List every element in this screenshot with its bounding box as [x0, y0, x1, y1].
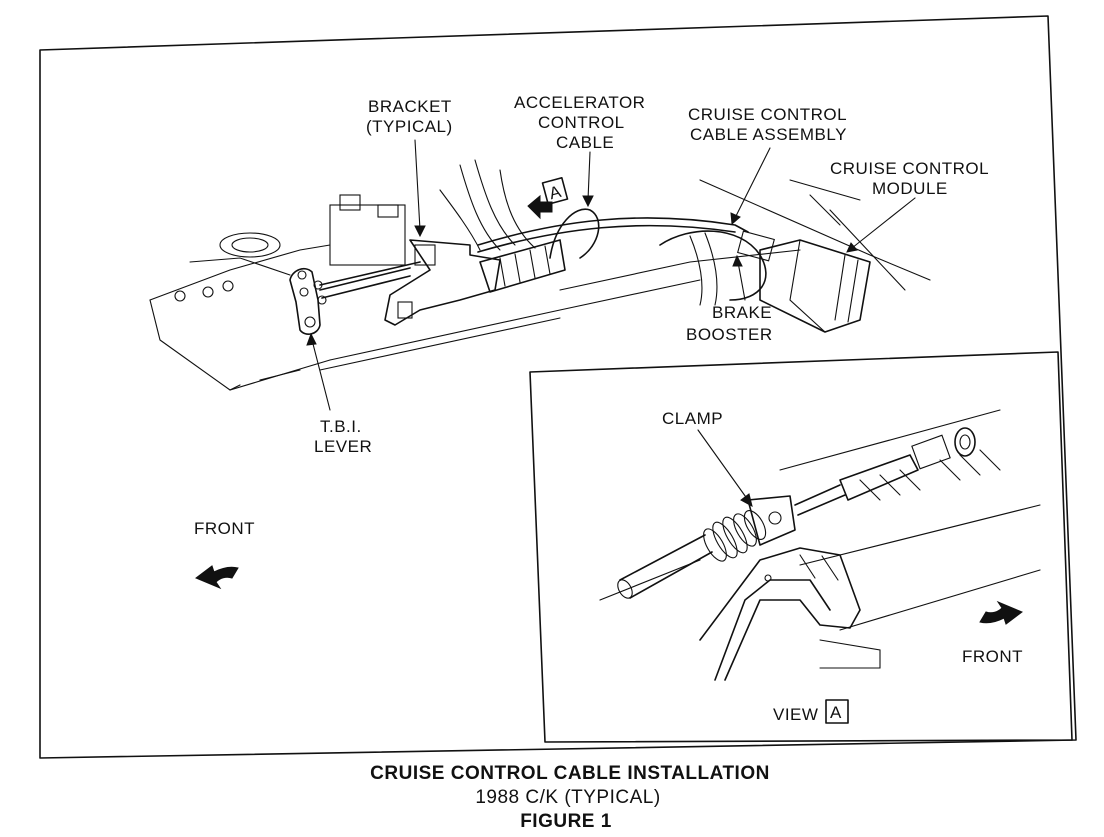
- label-front-inset: FRONT: [962, 647, 1023, 666]
- label-tbi-line2: LEVER: [314, 437, 372, 456]
- label-front-main: FRONT: [194, 519, 255, 538]
- inset-frame: [529, 351, 1073, 743]
- bracket-arrowhead: [414, 225, 426, 238]
- inset-view-a: CLAMP FRONT VIEW A: [529, 351, 1073, 743]
- label-clamp: CLAMP: [662, 409, 723, 428]
- main-labels: BRACKET (TYPICAL) ACCELERATOR CONTROL CA…: [194, 93, 989, 538]
- engine-illustration: [149, 159, 931, 391]
- view-direction-arrow-icon: A: [527, 176, 569, 220]
- label-view: VIEW: [773, 705, 818, 724]
- front-arrow-inset-icon: [979, 600, 1023, 625]
- clamp-illustration: [599, 409, 1041, 681]
- caption-line2: 1988 C/K (TYPICAL): [475, 787, 660, 808]
- label-bracket-line1: BRACKET: [368, 97, 452, 116]
- front-arrow-icon: [195, 565, 239, 590]
- label-accel-line3: CABLE: [556, 133, 614, 152]
- caption-line3: FIGURE 1: [520, 811, 612, 832]
- label-accel-line1: ACCELERATOR: [514, 93, 645, 112]
- label-cable-assembly-line2: CABLE ASSEMBLY: [690, 125, 847, 144]
- caption-line1: CRUISE CONTROL CABLE INSTALLATION: [370, 763, 770, 784]
- label-accel-line2: CONTROL: [538, 113, 625, 132]
- figure-caption: CRUISE CONTROL CABLE INSTALLATION 1988 C…: [370, 763, 770, 832]
- label-module-line1: CRUISE CONTROL: [830, 159, 989, 178]
- label-bracket-line2: (TYPICAL): [366, 117, 453, 136]
- label-view-letter: A: [830, 703, 842, 722]
- label-brake-booster-line2: BOOSTER: [686, 325, 773, 344]
- label-tbi-line1: T.B.I.: [320, 417, 362, 436]
- label-module-line2: MODULE: [872, 179, 948, 198]
- leader-lines-main: [306, 139, 916, 411]
- view-letter-box: [825, 699, 849, 724]
- label-cable-assembly-line1: CRUISE CONTROL: [688, 105, 847, 124]
- label-brake-booster-line1: BRAKE: [712, 303, 772, 322]
- main-frame: [39, 15, 1077, 759]
- callout-letter: A: [547, 182, 564, 203]
